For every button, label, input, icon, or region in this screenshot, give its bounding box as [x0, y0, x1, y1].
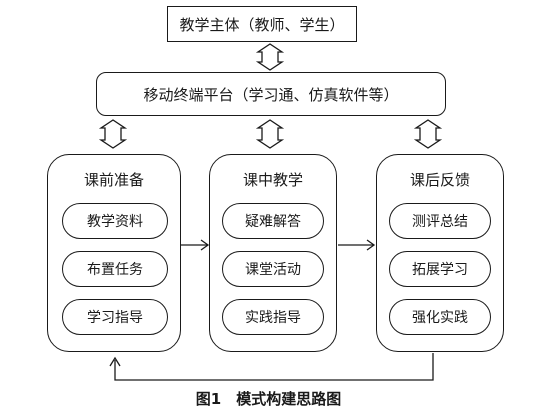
subject-box: 教学主体（教师、学生）: [167, 6, 357, 42]
stage-in-class: 课中教学 疑难解答 课堂活动 实践指导: [209, 154, 337, 352]
subject-label: 教学主体（教师、学生）: [179, 15, 345, 34]
figure-caption: 图1 模式构建思路图: [195, 390, 342, 408]
stage-title: 课前准备: [83, 171, 144, 189]
platform-box: 移动终端平台（学习通、仿真软件等）: [96, 72, 446, 116]
stage-item: 教学资料: [62, 203, 168, 239]
stage-item: 强化实践: [389, 299, 491, 335]
arrow-col1-col2: [181, 239, 210, 251]
stage-item: 学习指导: [62, 299, 168, 335]
feedback-loop-arrow: [109, 353, 434, 381]
platform-label: 移动终端平台（学习通、仿真软件等）: [143, 85, 399, 104]
stage-item: 实践指导: [222, 299, 324, 335]
stage-item: 拓展学习: [389, 251, 491, 287]
double-arrow-platform-col3: [413, 119, 443, 149]
stage-item: 测评总结: [389, 203, 491, 239]
stage-item: 疑难解答: [222, 203, 324, 239]
stage-title: 课中教学: [242, 171, 303, 189]
stage-post-class: 课后反馈 测评总结 拓展学习 强化实践: [376, 154, 504, 352]
stage-item: 课堂活动: [222, 251, 324, 287]
arrow-col2-col3: [338, 239, 376, 251]
double-arrow-platform-col2: [255, 119, 285, 149]
double-arrow-platform-col1: [98, 119, 128, 149]
stage-item: 布置任务: [62, 251, 168, 287]
stage-pre-class: 课前准备 教学资料 布置任务 学习指导: [47, 154, 181, 352]
double-arrow-subject-platform: [255, 43, 285, 71]
stage-title: 课后反馈: [409, 171, 470, 189]
